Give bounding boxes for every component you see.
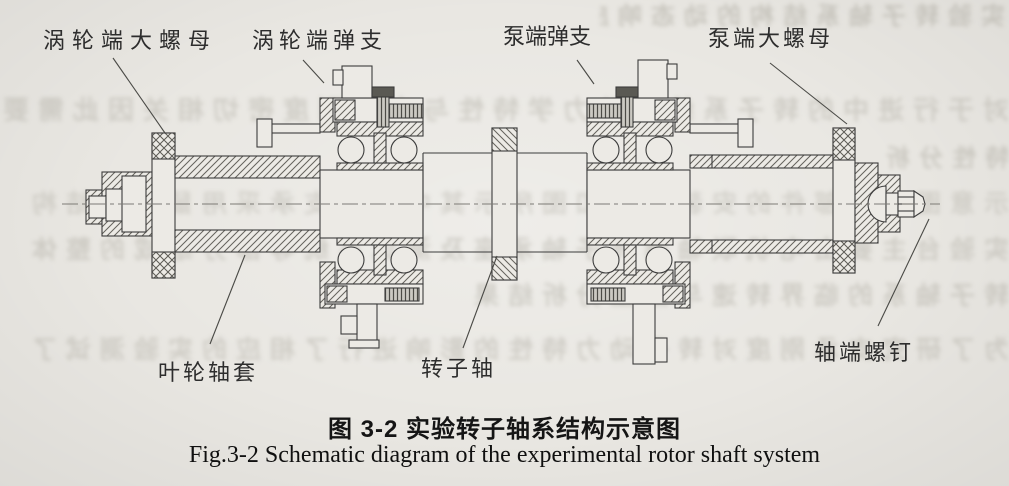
turbine-end-elastic-support-part	[256, 65, 424, 349]
figure-caption-chinese: 图 3-2 实验转子轴系结构示意图	[327, 416, 682, 443]
label-impeller-shaft-sleeve: 叶轮轴套	[158, 360, 259, 385]
leader-lines	[112, 57, 930, 349]
pump-end-flange	[832, 127, 856, 274]
impeller-shaft-sleeve-part	[174, 155, 321, 253]
label-pump-end-elastic-sup: 泵端弹支	[503, 24, 592, 49]
turbine-end-flange	[151, 132, 176, 279]
right-shaft-sleeve	[689, 154, 834, 254]
label-shaft-end-screw: 轴端螺钉	[814, 340, 915, 365]
label-turbine-end-big-nut: 涡轮端大螺母	[43, 28, 218, 53]
label-pump-end-big-nut: 泵端大螺母	[708, 26, 834, 51]
leader-turbine-end-elastic-sup	[302, 59, 325, 84]
leader-rotor-shaft	[462, 255, 498, 349]
leader-shaft-end-screw	[877, 218, 930, 327]
label-turbine-end-elastic-sup: 涡轮端弹支	[252, 28, 388, 53]
leader-turbine-end-big-nut	[112, 57, 166, 134]
leader-impeller-shaft-sleeve	[209, 254, 246, 345]
leader-pump-end-big-nut	[769, 62, 848, 125]
pump-end-elastic-support-part	[586, 59, 754, 365]
label-rotor-shaft: 转子轴	[421, 356, 497, 381]
leader-pump-end-elastic-sup	[576, 59, 595, 85]
figure-caption-english: Fig.3-2 Schematic diagram of the experim…	[188, 442, 821, 468]
